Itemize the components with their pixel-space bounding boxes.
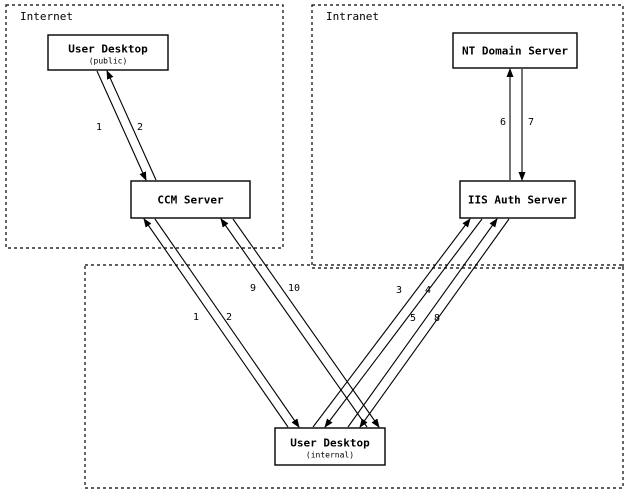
flow-1-user-desktop-internal-to-ccm-server[interactable]: 1 <box>143 218 289 428</box>
flow-3-user-desktop-internal-to-iis-auth-server[interactable]: 3 <box>312 218 471 428</box>
zone-internal <box>84 264 624 489</box>
flow-line-flow-4[interactable] <box>324 218 483 428</box>
flow-label-flow-8: 8 <box>434 313 440 324</box>
node-title-ccm-server: CCM Server <box>157 194 224 207</box>
flow-10-ccm-server-to-user-desktop-internal[interactable]: 10 <box>232 218 380 428</box>
flow-label-flow-6: 6 <box>500 117 506 128</box>
node-box-user-desktop-public[interactable] <box>47 34 169 71</box>
node-title-nt-domain-server: NT Domain Server <box>462 45 568 58</box>
flow-label-flow-2-internal: 2 <box>226 312 232 323</box>
node-box-ccm-server[interactable] <box>130 180 251 219</box>
flow-line-flow-2-public[interactable] <box>106 70 157 181</box>
flow-7-nt-domain-server-to-iis-auth-server[interactable]: 7 <box>518 69 534 181</box>
flow-label-flow-2-public: 2 <box>137 122 143 133</box>
flow-line-flow-1-internal[interactable] <box>143 218 289 428</box>
flow-5-user-desktop-internal-to-iis-auth-server[interactable]: 5 <box>347 218 498 428</box>
node-title-iis-auth-server: IIS Auth Server <box>468 194 568 207</box>
node-box-nt-domain-server[interactable] <box>452 32 578 69</box>
flow-4-iis-auth-server-to-user-desktop-internal[interactable]: 4 <box>324 218 483 428</box>
node-title-user-desktop-internal: User Desktop <box>290 437 370 450</box>
flow-line-flow-10[interactable] <box>232 218 380 428</box>
flow-2-ccm-server-to-user-desktop-internal[interactable]: 2 <box>154 218 300 428</box>
node-iis-auth-server[interactable]: IIS Auth Server <box>459 180 576 219</box>
flow-label-flow-5: 5 <box>410 313 416 324</box>
flow-label-flow-10: 10 <box>288 283 300 294</box>
zone-border-internal <box>84 264 624 489</box>
flow-arrows-group: 1 2 6 7 1 2 9 10 3 4 5 8 <box>96 68 534 428</box>
node-box-iis-auth-server[interactable] <box>459 180 576 219</box>
zone-intranet: Intranet <box>311 4 624 269</box>
flow-1-user-desktop-public-to-ccm-server[interactable]: 1 <box>96 70 147 181</box>
node-user-desktop-public[interactable]: User Desktop(public) <box>47 34 169 71</box>
flow-line-flow-9[interactable] <box>220 218 368 428</box>
zone-border-intranet <box>311 4 624 269</box>
zone-border-internet <box>5 4 284 249</box>
zone-label-internet: Internet <box>20 10 73 23</box>
zone-label-intranet: Intranet <box>326 10 379 23</box>
flow-6-iis-auth-server-to-nt-domain-server[interactable]: 6 <box>500 68 514 180</box>
node-subtitle-user-desktop-public: (public) <box>89 57 128 66</box>
flow-label-flow-4: 4 <box>425 285 431 296</box>
flow-9-user-desktop-internal-to-ccm-server[interactable]: 9 <box>220 218 368 428</box>
node-box-user-desktop-internal[interactable] <box>274 427 386 466</box>
flow-line-flow-3[interactable] <box>312 218 471 428</box>
flow-label-flow-1-public: 1 <box>96 122 102 133</box>
flow-line-flow-2-internal[interactable] <box>154 218 300 428</box>
flow-label-flow-9: 9 <box>250 283 256 294</box>
node-ccm-server[interactable]: CCM Server <box>130 180 251 219</box>
flow-line-flow-8[interactable] <box>359 218 510 428</box>
flow-label-flow-7: 7 <box>528 117 534 128</box>
zone-boundaries-group: Internet Intranet <box>5 4 624 489</box>
node-user-desktop-internal[interactable]: User Desktop(internal) <box>274 427 386 466</box>
flow-line-flow-5[interactable] <box>347 218 498 428</box>
node-nt-domain-server[interactable]: NT Domain Server <box>452 32 578 69</box>
zone-internet: Internet <box>5 4 284 249</box>
node-title-user-desktop-public: User Desktop <box>68 43 148 56</box>
flow-label-flow-3: 3 <box>396 285 402 296</box>
flow-label-flow-1-internal: 1 <box>193 312 199 323</box>
flow-8-iis-auth-server-to-user-desktop-internal[interactable]: 8 <box>359 218 510 428</box>
flow-line-flow-1-public[interactable] <box>96 70 147 181</box>
flow-2-ccm-server-to-user-desktop-public[interactable]: 2 <box>106 70 157 181</box>
node-subtitle-user-desktop-internal: (internal) <box>306 451 354 460</box>
